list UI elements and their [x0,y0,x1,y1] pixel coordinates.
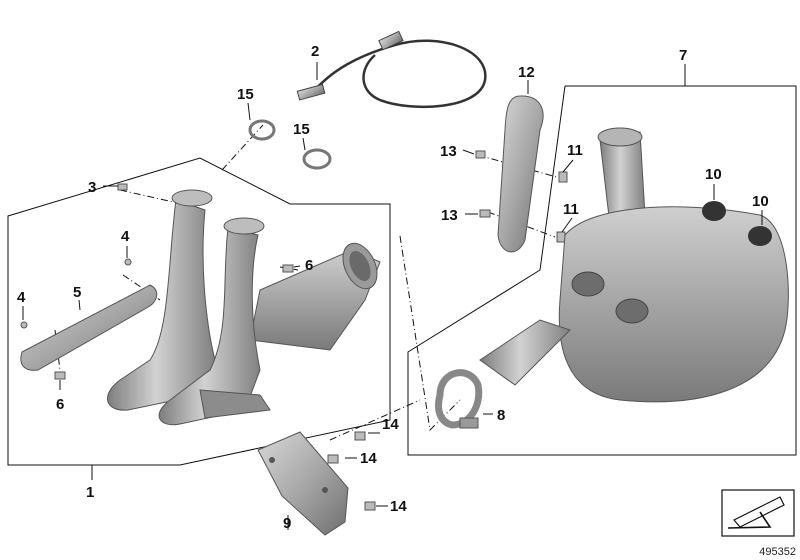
callout-7: 7 [679,47,687,64]
fasteners [20,150,568,511]
callout-10a: 10 [705,166,722,183]
header-pipes-part [107,189,381,426]
callout-4a: 4 [121,228,130,245]
callout-12: 12 [518,64,535,81]
callout-4b: 4 [17,289,26,306]
gasket-ring-lower [302,148,332,170]
callout-11b: 11 [563,201,579,218]
callout-13b: 13 [441,207,458,224]
gasket-ring-upper [248,119,276,141]
callout-6a: 6 [305,257,313,274]
rubber-buffer-upper [702,201,726,221]
reference-number: 495352 [759,546,796,558]
clamp-part [435,369,483,429]
leader-lines [22,62,763,530]
callout-3: 3 [88,179,96,196]
group-1-frame [7,157,391,466]
callout-5: 5 [73,284,81,301]
callout-6b: 6 [56,396,64,413]
callout-14a: 14 [382,416,399,433]
callout-2: 2 [311,43,319,60]
callout-10b: 10 [752,193,769,210]
callout-15b: 15 [293,121,310,138]
bracket-part [257,431,349,536]
rear-silencer-part [479,127,789,403]
heat-shield-part [20,284,158,371]
callout-8: 8 [497,407,505,424]
oxygen-sensor-part [296,30,487,109]
muffler-cover-part [497,95,544,253]
callout-13a: 13 [440,143,457,160]
rubber-buffer-lower [748,226,772,246]
callout-1: 1 [86,484,94,501]
callout-14c: 14 [390,498,407,515]
orientation-arrow-icon [721,489,795,537]
callout-9: 9 [283,515,291,532]
callout-14b: 14 [360,450,377,467]
callout-15a: 15 [237,86,254,103]
group-7-frame [407,85,797,456]
callout-11a: 11 [567,142,583,159]
